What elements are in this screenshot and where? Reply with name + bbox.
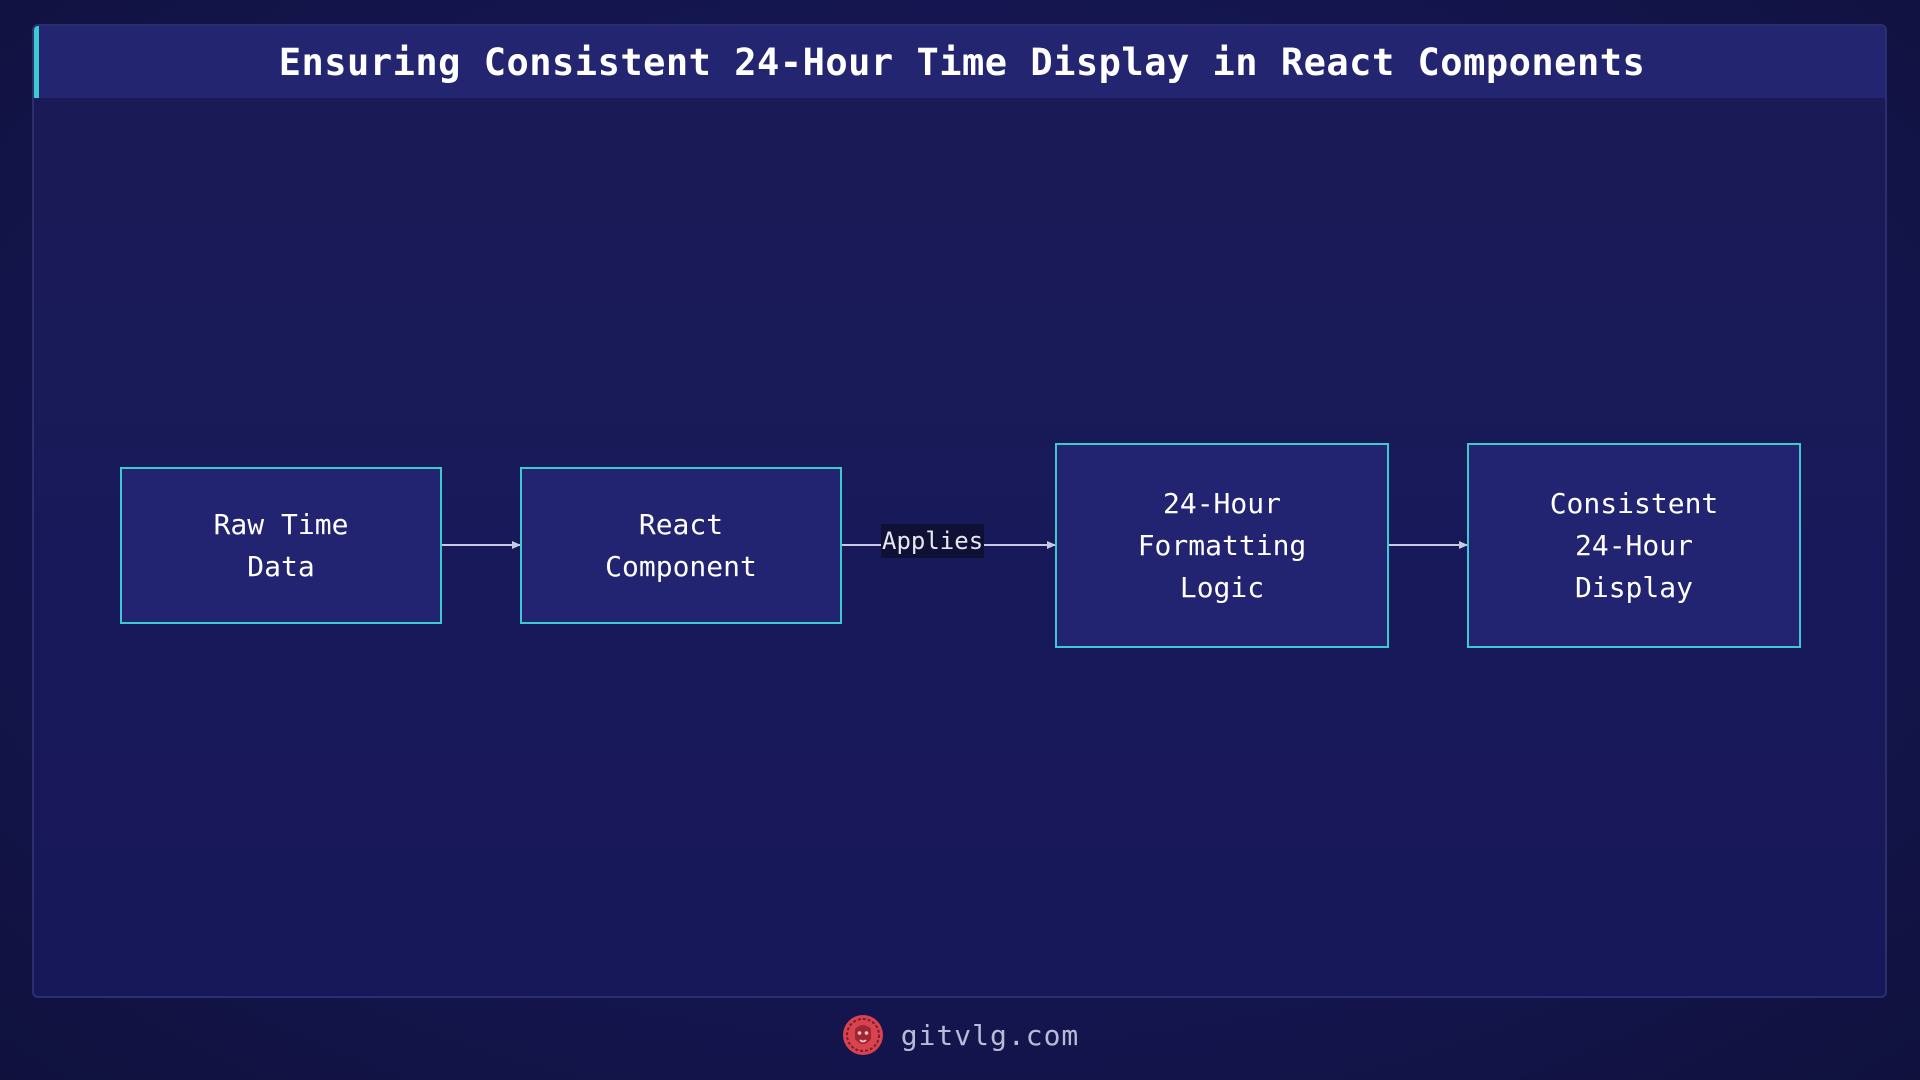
node-consistent-display: Consistent 24-Hour Display [1467, 443, 1801, 648]
lion-head-icon [842, 1015, 883, 1055]
node-label: Raw Time Data [213, 507, 349, 583]
node-label: Consistent 24-Hour Display [1549, 486, 1719, 604]
footer-site-link[interactable]: gitvlg.com [900, 1018, 1080, 1052]
edge-label-applies: Applies [881, 524, 985, 558]
page-title: Ensuring Consistent 24-Hour Time Display… [278, 40, 1646, 84]
node-label: React Component [605, 507, 757, 583]
footer: gitvlg.com [0, 1010, 1920, 1060]
node-react-component: React Component [520, 467, 842, 624]
node-raw-time-data: Raw Time Data [120, 467, 442, 624]
node-formatting-logic: 24-Hour Formatting Logic [1055, 443, 1389, 648]
node-label: 24-Hour Formatting Logic [1137, 486, 1307, 604]
title-bar: Ensuring Consistent 24-Hour Time Display… [34, 26, 1885, 98]
